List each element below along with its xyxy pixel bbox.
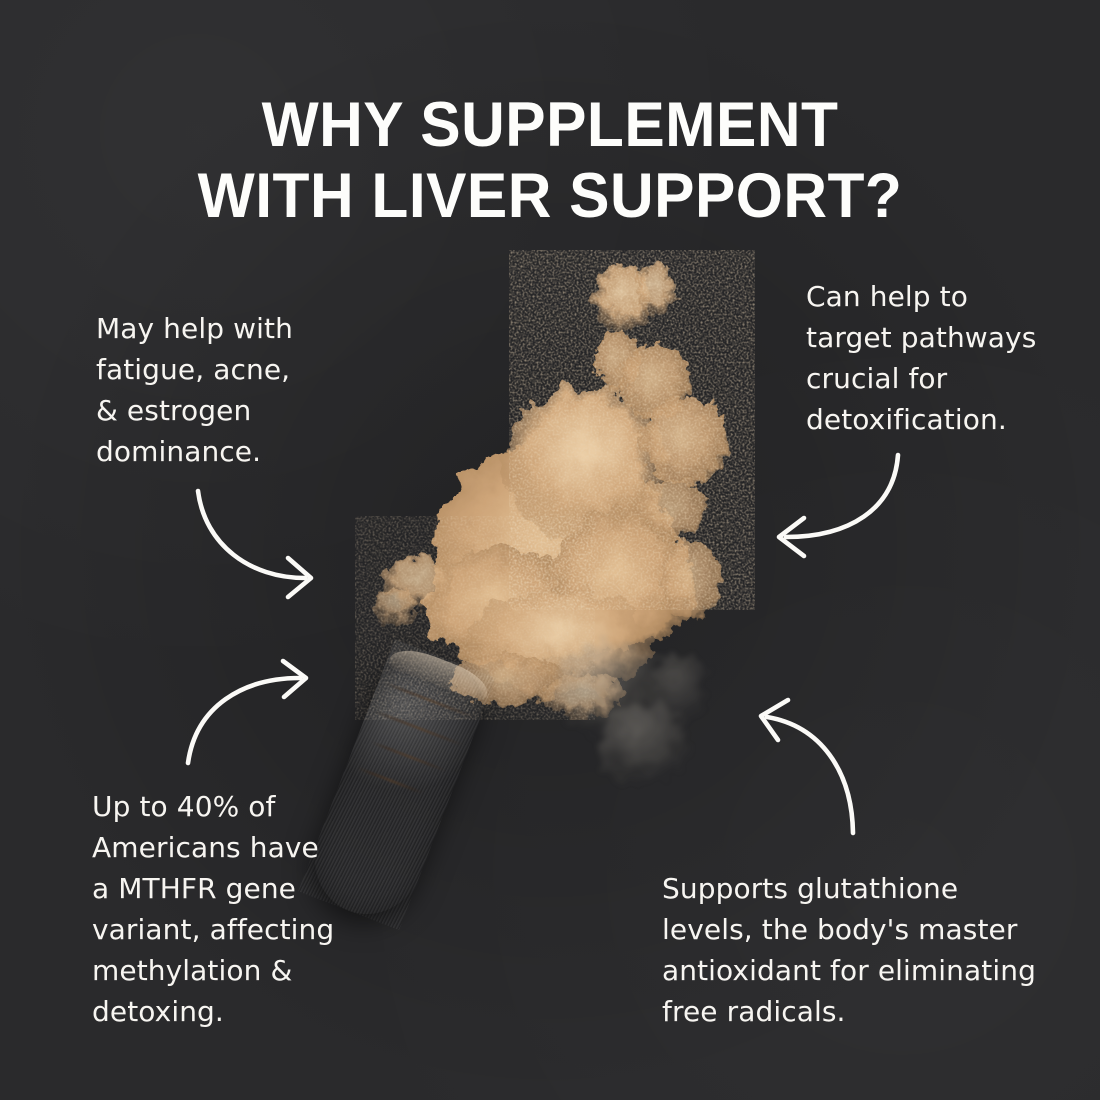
- page-title: WHY SUPPLEMENT WITH LIVER SUPPORT?: [197, 90, 903, 232]
- callout-top-left: May help with fatigue, acne, & estrogen …: [96, 312, 293, 468]
- spilled-powder: [355, 250, 755, 720]
- callout-top-right: Can help to target pathways crucial for …: [806, 280, 1037, 436]
- bottom-right-arrow: [758, 697, 856, 836]
- callout-bottom-left: Up to 40% of Americans have a MTHFR gene…: [92, 790, 335, 1028]
- callout-bottom-right: Supports glutathione levels, the body's …: [662, 872, 1036, 1028]
- powder-dust-trail: [540, 620, 770, 850]
- capsule-crack: [371, 740, 447, 772]
- top-right-arrow: [776, 452, 901, 559]
- capsule-crack: [384, 681, 475, 719]
- top-left-arrow: [195, 488, 314, 600]
- bottom-left-arrow: [185, 658, 309, 766]
- capsule-open-rim: [386, 641, 494, 704]
- capsule-crack: [373, 709, 464, 747]
